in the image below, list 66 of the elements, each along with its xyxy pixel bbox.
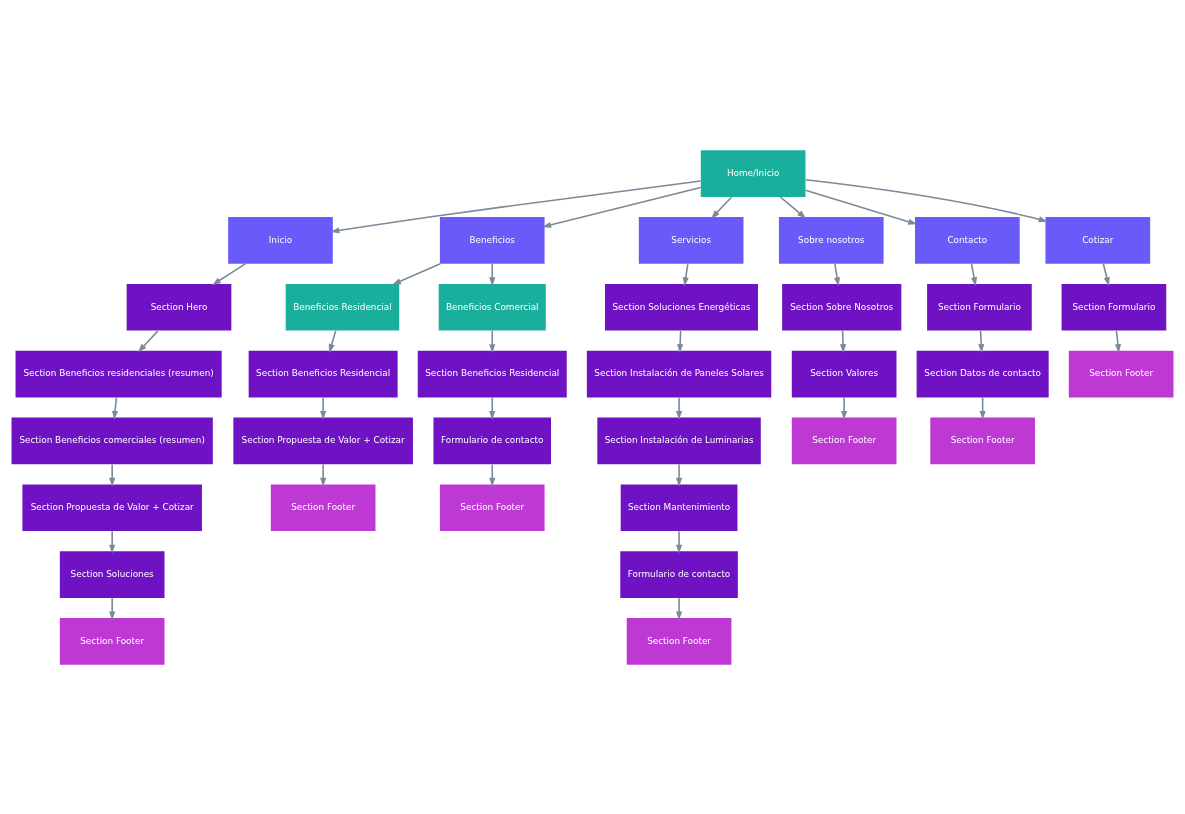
arrow	[111, 396, 119, 420]
arrow	[330, 179, 702, 234]
arrow	[834, 262, 841, 286]
arrow	[489, 329, 496, 353]
node-box: Section Footer	[930, 417, 1035, 464]
arrow	[675, 396, 683, 420]
arrow	[320, 463, 327, 487]
node-box: Section Beneficios Residencial	[248, 350, 398, 397]
node-box: Home/Inicio	[700, 149, 806, 197]
arrow	[779, 195, 807, 219]
node-box: Beneficios Residencial	[285, 283, 400, 331]
arrow	[804, 189, 918, 225]
arrow	[841, 396, 848, 420]
arrow	[328, 329, 337, 353]
node-box: Contacto	[915, 216, 1020, 264]
arrow	[320, 396, 327, 420]
node-box: Section Formulario	[1061, 283, 1167, 331]
arrow	[212, 262, 247, 285]
arrow	[489, 396, 496, 420]
node-box: Section Mantenimiento	[620, 483, 738, 531]
arrow	[711, 195, 733, 219]
node-box: Section Propuesta de Valor + Cotizar	[233, 417, 413, 464]
node-box: Section Instalación de Luminarias	[597, 417, 761, 464]
arrow	[675, 596, 683, 620]
arrow	[489, 262, 496, 286]
node-box: Section Soluciones	[59, 550, 165, 598]
arrow	[675, 463, 683, 487]
node-box: Section Beneficios Residencial	[417, 350, 567, 397]
node-box: Section Footer	[791, 417, 897, 464]
node-box: Section Footer	[59, 617, 165, 665]
node-box: Cotizar	[1045, 216, 1151, 264]
arrow	[109, 463, 116, 487]
arrow	[675, 530, 683, 554]
arrow	[489, 463, 496, 487]
node-box: Section Datos de contacto	[916, 350, 1049, 397]
node-box: Section Footer	[1068, 350, 1174, 397]
node-box: Section Valores	[791, 350, 897, 397]
arrow	[109, 530, 116, 554]
arrow	[970, 262, 978, 286]
node-box: Section Instalación de Paneles Solares	[586, 350, 772, 397]
node-box: Servicios	[638, 216, 744, 264]
arrow	[1102, 262, 1110, 286]
arrow	[109, 596, 116, 620]
node-box: Formulario de contacto	[620, 550, 738, 598]
arrow	[392, 262, 442, 285]
node-box: Section Beneficios comerciales (resumen)	[11, 417, 213, 464]
node-box: Section Beneficios residenciales (resumen)	[15, 350, 222, 397]
arrow	[839, 329, 847, 353]
arrow	[804, 178, 1048, 222]
node-box: Section Formulario	[927, 283, 1032, 331]
node-box: Section Propuesta de Valor + Cotizar	[22, 483, 202, 531]
node-box: Section Hero	[126, 283, 232, 331]
arrow	[542, 186, 702, 228]
node-box: Sobre nosotros	[778, 216, 884, 264]
node-box: Inicio	[228, 216, 333, 264]
node-box: Section Sobre Nosotros	[782, 283, 902, 331]
node-box: Formulario de contacto	[433, 417, 552, 464]
node-box: Section Footer	[626, 617, 732, 665]
node-box: Section Soluciones Energéticas	[605, 283, 758, 331]
node-box: Beneficios	[439, 216, 545, 264]
arrow	[137, 329, 159, 352]
node-box: Beneficios Comercial	[438, 283, 546, 331]
node-box: Section Footer	[439, 483, 545, 531]
arrow	[1114, 329, 1121, 353]
node-box: Section Footer	[270, 483, 376, 531]
arrow	[978, 329, 985, 353]
